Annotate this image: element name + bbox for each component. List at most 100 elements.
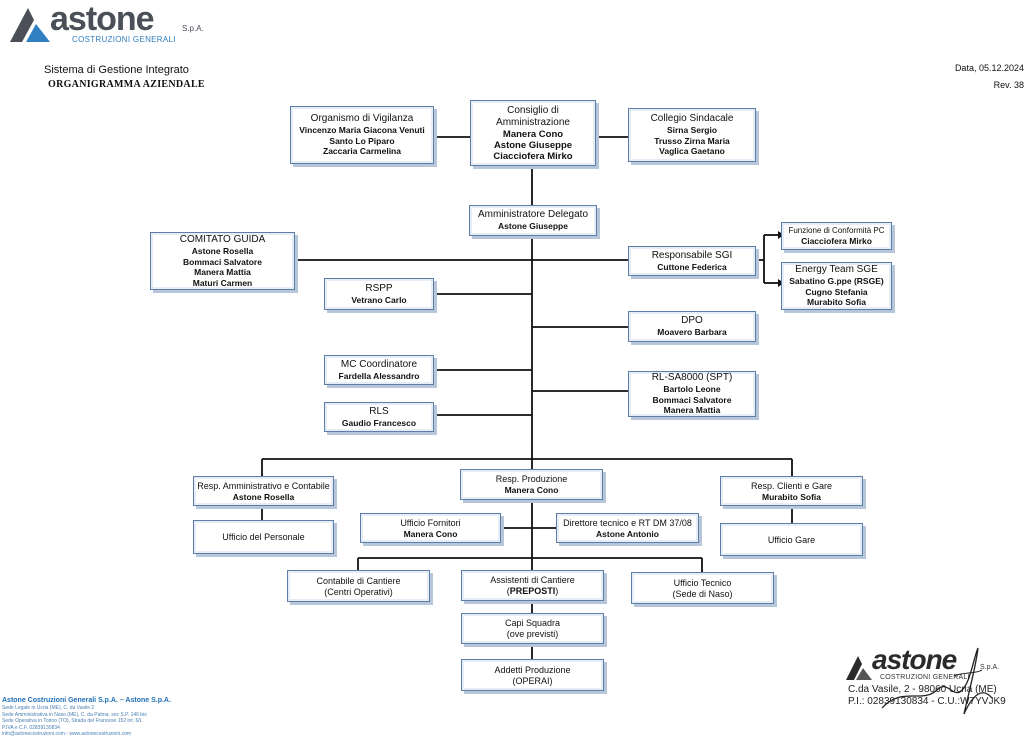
footer-line: Sede Operativa in Torino (TO), Strada de… <box>2 718 143 725</box>
box-role: Addetti Produzione <box>494 664 571 675</box>
box-role: Contabile di Cantiere <box>316 575 401 586</box>
box-consiglio-amministrazione: Consiglio di Amministrazione Manera Cono… <box>470 100 596 166</box>
box-role: Resp. Amministrativo e Contabile <box>197 480 330 491</box>
box-organismo-vigilanza: Organismo di Vigilanza Vincenzo Maria Gi… <box>290 106 434 164</box>
page-title: ORGANIGRAMMA AZIENDALE <box>48 79 205 90</box>
box-addetti-produzione: Addetti Produzione (OPERAI) <box>461 659 604 691</box>
box-rspp: RSPP Vetrano Carlo <box>324 278 434 310</box>
box-role: Ufficio del Personale <box>222 532 305 542</box>
box-person: Astone Giuseppe <box>493 139 573 151</box>
logo-suffix: S.p.A. <box>182 24 204 33</box>
logo-tagline: COSTRUZIONI GENERALI <box>72 35 176 44</box>
box-rls: RLS Gaudio Francesco <box>324 402 434 432</box>
box-role: Ufficio Gare <box>767 534 816 545</box>
box-capi-squadra: Capi Squadra (ove previsti) <box>461 613 604 644</box>
logo-mark-icon <box>10 8 50 42</box>
system-title: Sistema di Gestione Integrato <box>44 64 189 76</box>
box-collegio-sindacale: Collegio Sindacale Sirna Sergio Trusso Z… <box>628 108 756 162</box>
logo-wordmark: astone <box>50 0 155 38</box>
box-person: Bommaci Salvatore <box>652 394 732 405</box>
stamp-address: C.da Vasile, 2 - 98060 Ucria (ME) <box>848 684 997 695</box>
stamp-wordmark: astone <box>872 644 957 675</box>
box-role: Funzione di Conformità PC <box>788 225 885 235</box>
box-person: Manera Mattia <box>663 405 721 416</box>
box-dpo: DPO Moavero Barbara <box>628 311 756 342</box>
box-person: Vincenzo Maria Giacona Venuti <box>299 125 425 136</box>
box-direttore-tecnico: Direttore tecnico e RT DM 37/08 Astone A… <box>556 513 699 543</box>
box-subtitle: (ove previsti) <box>506 629 559 639</box>
stamp-tagline: COSTRUZIONI GENERALI <box>880 674 970 681</box>
box-role: Capi Squadra <box>504 618 561 628</box>
box-role: Consiglio di Amministrazione <box>496 104 570 128</box>
box-person: Vetrano Carlo <box>351 294 407 305</box>
box-ufficio-personale: Ufficio del Personale <box>193 520 334 554</box>
box-role: RL-SA8000 (SPT) <box>651 372 733 384</box>
box-role: Resp. Produzione <box>495 474 568 485</box>
box-role: Amministratore Delegato <box>477 209 589 221</box>
box-resp-clienti-gare: Resp. Clienti e Gare Murabito Sofia <box>720 476 863 506</box>
footer-line: P.IVA e C.F. 02839130834 <box>2 724 60 731</box>
box-role: Collegio Sindacale <box>650 113 734 125</box>
box-person: Murabito Sofia <box>761 491 822 502</box>
box-person: Santo Lo Piparo <box>329 135 395 146</box>
box-resp-amministrativo: Resp. Amministrativo e Contabile Astone … <box>193 476 334 506</box>
company-stamp: astone S.p.A. COSTRUZIONI GENERALI C.da … <box>842 644 1024 716</box>
box-person: Manera Cono <box>504 485 559 496</box>
subtitle-bold: PREPOSTI <box>509 586 556 596</box>
box-person: Vaglica Gaetano <box>659 146 725 157</box>
box-ufficio-fornitori: Ufficio Fornitori Manera Cono <box>360 513 501 543</box>
box-person: Cugno Stefania <box>805 286 868 297</box>
box-assistenti-cantiere: Assistenti di Cantiere (PREPOSTI) <box>461 570 604 601</box>
box-person: Bommaci Salvatore <box>183 256 262 267</box>
box-subtitle: (PREPOSTI) <box>507 586 559 597</box>
box-role: RLS <box>369 405 389 417</box>
box-person: Sabatino G.ppe (RSGE) <box>789 276 884 287</box>
box-ufficio-tecnico: Ufficio Tecnico (Sede di Naso) <box>631 572 774 604</box>
box-ufficio-gare: Ufficio Gare <box>720 523 863 556</box>
box-person: Manera Cono <box>403 528 458 539</box>
box-role: Ufficio Tecnico <box>673 577 732 588</box>
footer-line: Sede Legale in Ucria (ME), C. da Vasile … <box>2 705 95 711</box>
stamp-logo-icon <box>846 656 872 680</box>
box-subtitle: (OPERAI) <box>512 675 553 686</box>
box-comitato-guida: COMITATO GUIDA Astone Rosella Bommaci Sa… <box>150 232 295 290</box>
box-role: Ufficio Fornitori <box>400 517 461 528</box>
box-role: MC Coordinatore <box>340 358 418 370</box>
box-person: Ciacciofera Mirko <box>801 235 872 246</box>
box-role: Assistenti di Cantiere <box>490 575 575 585</box>
box-person: Astone Giuseppe <box>498 221 568 232</box>
box-person: Fardella Alessandro <box>338 370 420 381</box>
box-role: Responsabile SGI <box>651 249 733 261</box>
box-person: Manera Mattia <box>194 267 251 277</box>
box-funzione-conformita: Funzione di Conformità PC Ciacciofera Mi… <box>781 222 892 250</box>
box-role: Resp. Clienti e Gare <box>750 480 833 491</box>
footer-line: Sede Amministrativa in Naso (ME), C. da … <box>2 711 147 718</box>
document-revision: Rev. 38 <box>993 80 1024 90</box>
box-person: Astone Antonio <box>596 528 659 539</box>
footer-line: info@astonecostruzioni.com - www.astonec… <box>2 731 132 738</box>
subtitle-open: ( <box>506 586 510 596</box>
box-contabile-cantiere: Contabile di Cantiere (Centri Operativi) <box>287 570 430 602</box>
company-logo: astone S.p.A. COSTRUZIONI GENERALI <box>6 0 206 46</box>
box-person: Astone Rosella <box>232 491 295 502</box>
document-date: Data, 05.12.2024 <box>954 63 1024 73</box>
box-amministratore-delegato: Amministratore Delegato Astone Giuseppe <box>469 205 597 236</box>
box-person: Cuttone Federica <box>657 261 727 272</box>
box-resp-produzione: Resp. Produzione Manera Cono <box>460 469 603 500</box>
box-person: Maturi Carmen <box>192 277 253 288</box>
box-mc-coordinatore: MC Coordinatore Fardella Alessandro <box>324 355 434 385</box>
box-role: Organismo di Vigilanza <box>310 113 414 125</box>
subtitle-close: ) <box>555 586 559 596</box>
box-person: Manera Cono <box>502 128 564 140</box>
box-role: RSPP <box>365 282 393 294</box>
box-role: COMITATO GUIDA <box>179 234 266 245</box>
box-person: Bartolo Leone <box>663 384 721 395</box>
stamp-vat: P.I.: 02839130834 - C.U.:W7YVJK9 <box>848 696 1006 707</box>
box-person: Gaudio Francesco <box>341 417 417 428</box>
box-person: Trusso Zirna Maria <box>654 135 730 146</box>
box-subtitle: (Centri Operativi) <box>324 586 393 597</box>
box-person: Astone Rosella <box>191 246 254 256</box>
box-role: DPO <box>681 315 703 327</box>
box-responsabile-sgi: Responsabile SGI Cuttone Federica <box>628 246 756 276</box>
stamp-suffix: S.p.A. <box>980 664 1000 671</box>
